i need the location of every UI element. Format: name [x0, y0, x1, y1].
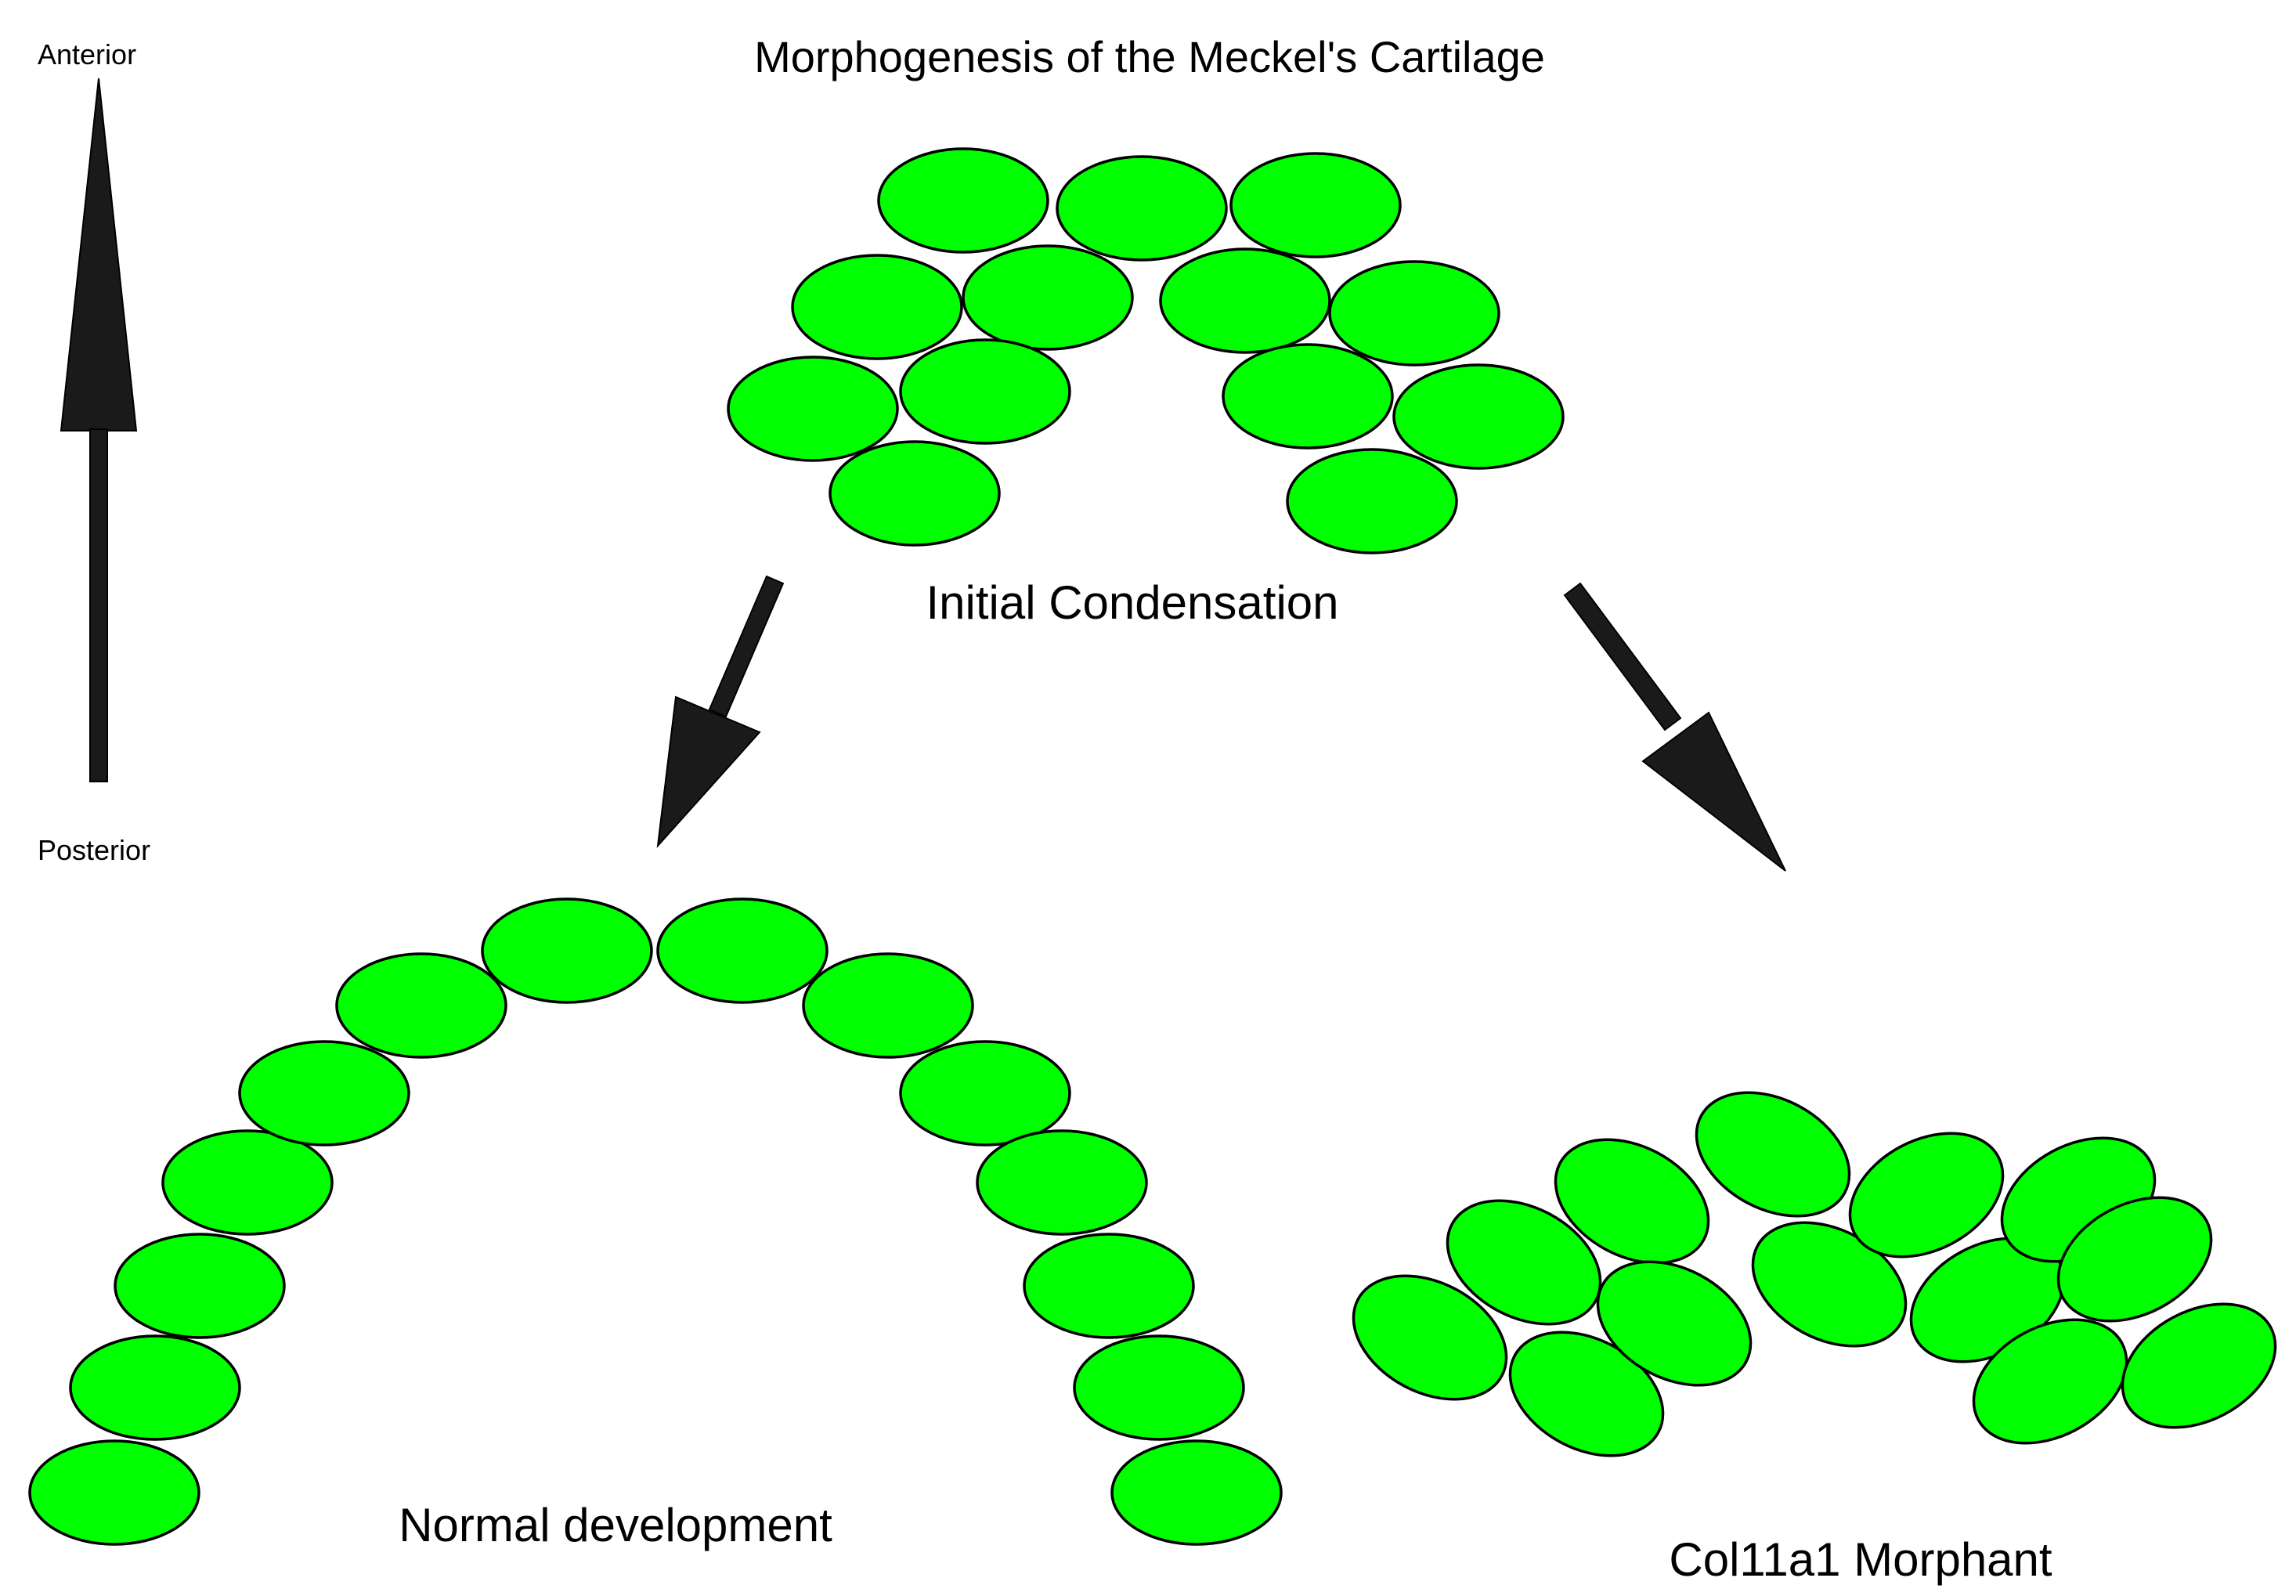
arrow-to-morphant — [1563, 582, 1786, 872]
cell — [481, 897, 653, 1004]
posterior-label: Posterior — [38, 834, 150, 866]
cell — [727, 356, 899, 462]
cell — [1056, 155, 1228, 262]
cell — [1554, 1138, 1710, 1265]
cell — [877, 147, 1049, 254]
cell — [2056, 1196, 2213, 1323]
initial-condensation-cluster — [727, 147, 1565, 554]
anterior-posterior-axis: Anterior Posterior — [38, 38, 150, 866]
arrow-to-normal — [656, 575, 785, 849]
cell — [802, 952, 974, 1059]
cell — [1073, 1334, 1245, 1441]
initial-condensation-label: Initial Condensation — [926, 576, 1338, 629]
cell — [791, 254, 963, 360]
cell — [1222, 343, 1394, 450]
cell — [1229, 152, 1402, 258]
normal-development-label: Normal development — [399, 1499, 832, 1551]
cell — [69, 1334, 241, 1441]
arrow-to-morphant-head — [1641, 711, 1786, 872]
arrow-to-normal-head — [656, 695, 761, 849]
cell — [1508, 1331, 1665, 1457]
cell — [829, 440, 1001, 547]
cell — [899, 1040, 1071, 1146]
cell — [1286, 448, 1458, 554]
axis-arrow-head — [60, 78, 138, 431]
morphant-label: Col11a1 Morphant — [1669, 1533, 2052, 1586]
cell — [656, 897, 829, 1004]
cell — [161, 1129, 334, 1236]
cell — [1596, 1260, 1753, 1387]
arrow-to-normal-shaft — [708, 575, 785, 718]
cell — [2121, 1302, 2277, 1429]
diagram-title: Morphogenesis of the Meckel's Cartilage — [754, 32, 1545, 81]
morphant-cluster — [1352, 1091, 2277, 1457]
cell — [28, 1439, 200, 1546]
cell — [238, 1040, 410, 1146]
cell — [335, 952, 507, 1059]
cell — [1159, 247, 1331, 354]
arrow-to-morphant-shaft — [1563, 582, 1682, 731]
cell — [1023, 1233, 1195, 1339]
cell — [1972, 1318, 2128, 1445]
cell — [1352, 1274, 1508, 1401]
normal-development-arch — [28, 897, 1283, 1546]
cell — [114, 1233, 286, 1339]
cell — [899, 338, 1071, 445]
anterior-label: Anterior — [38, 38, 136, 70]
cell — [1392, 363, 1565, 470]
cell — [1328, 260, 1500, 367]
cell — [962, 244, 1134, 351]
axis-arrow-shaft — [89, 428, 108, 782]
cell — [1446, 1199, 1602, 1326]
cell — [1848, 1132, 2005, 1258]
cell — [1695, 1091, 1851, 1218]
cell — [976, 1129, 1148, 1236]
cell — [1110, 1439, 1283, 1546]
